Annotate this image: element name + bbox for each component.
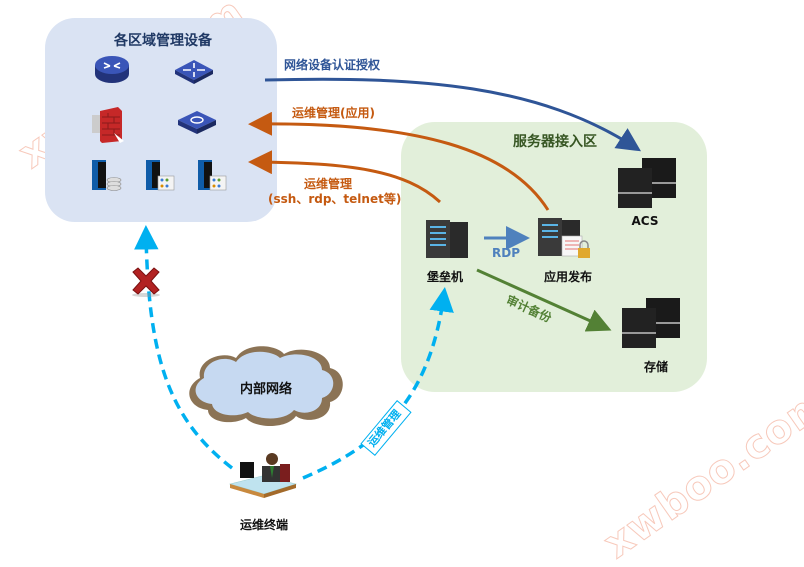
auth-edge-label: 网络设备认证授权	[284, 58, 381, 72]
ops-terminal-icon	[228, 453, 298, 498]
ops-proto-edge	[248, 150, 442, 204]
storage-server-icon	[92, 160, 122, 191]
firewall-icon	[92, 107, 124, 143]
acs-server-icon	[618, 158, 676, 208]
management-zone-title: 各区域管理设备	[114, 33, 212, 49]
auth-edge	[264, 77, 642, 152]
blocked-edge	[134, 225, 234, 470]
acs-label: ACS	[631, 214, 659, 228]
ops-tag-box	[360, 400, 412, 456]
l3-switch-icon	[178, 111, 216, 134]
router-icon	[95, 56, 129, 83]
app-publish-server-icon	[538, 218, 590, 258]
bastion-server-icon	[426, 220, 468, 258]
internal-network-label: 内部网络	[239, 382, 292, 397]
cloud-icon	[189, 346, 343, 426]
switch-icon	[175, 60, 213, 84]
ops-proto-edge-label-line2: (ssh、rdp、telnet等)	[268, 192, 402, 206]
server-zone-title: 服务器接入区	[513, 134, 597, 150]
ops-proto-edge-label-line1: 运维管理	[304, 177, 353, 191]
app-server-icon	[146, 160, 175, 191]
storage-label: 存储	[643, 360, 668, 374]
app-publish-label: 应用发布	[543, 270, 592, 284]
ops-terminal-label: 运维终端	[239, 518, 288, 532]
app-server-icon	[198, 160, 227, 191]
audit-edge	[476, 268, 612, 332]
ops-app-edge-label: 运维管理(应用)	[292, 106, 375, 120]
storage-icon	[622, 298, 680, 348]
ops-app-edge	[248, 111, 550, 211]
rdp-edge-label: RDP	[492, 246, 520, 260]
x-mark-icon	[132, 267, 160, 297]
connectors-layer	[132, 77, 642, 480]
bastion-label: 堡垒机	[426, 270, 463, 284]
